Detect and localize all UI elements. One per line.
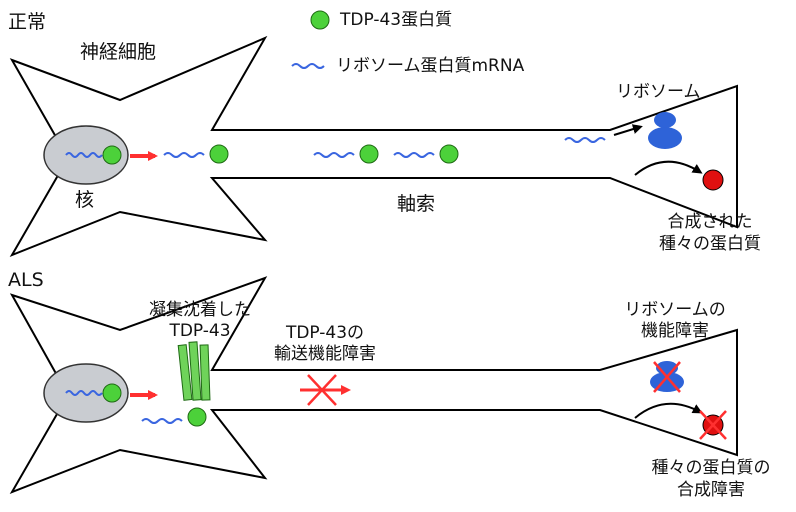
als-aggregate-label-line1: 凝集沈着した <box>149 300 251 320</box>
legend-protein-icon <box>310 10 330 30</box>
als-nucleus <box>43 363 129 423</box>
als-ribosome-cross-icon <box>653 361 681 393</box>
normal-nucleus <box>43 125 129 185</box>
normal-ribosome-large-subunit <box>648 127 682 149</box>
als-transport-block-cross-icon <box>307 374 337 406</box>
als-axon-mrna <box>141 418 183 424</box>
legend-mrna-label: リボソーム蛋白質mRNA <box>336 56 525 76</box>
normal-axon-mrna-3 <box>393 152 435 158</box>
als-transport-label-line2: 輸送機能障害 <box>274 344 376 364</box>
legend-protein-label: TDP-43蛋白質 <box>340 10 453 30</box>
als-neuron-outline <box>9 276 738 494</box>
als-synthesis-arrow <box>634 402 703 419</box>
normal-synthesis-arrow <box>634 160 703 176</box>
normal-mrna-to-ribosome-arrow <box>613 124 643 136</box>
als-nucleus-mrna <box>65 390 103 396</box>
normal-synthesis-label-line1: 合成された <box>667 212 753 232</box>
als-title: ALS <box>8 269 44 291</box>
als-tdp43-aggregate <box>177 341 211 401</box>
normal-synthesized-protein <box>702 169 724 191</box>
normal-terminal-mrna <box>564 137 606 143</box>
als-ribosome-label-line2: 機能障害 <box>641 321 709 341</box>
als-transport-label-line1: TDP-43の <box>285 323 365 343</box>
als-product-cross-icon <box>699 410 727 440</box>
normal-axon-protein-2 <box>359 144 379 164</box>
als-ribosome-label-line1: リボソームの <box>624 300 726 320</box>
normal-axon-label: 軸索 <box>397 193 436 215</box>
normal-ribosome-label: リボソーム <box>616 82 701 102</box>
normal-neuron-label: 神経細胞 <box>80 41 157 63</box>
normal-axon-mrna-1 <box>163 152 205 158</box>
normal-ribosome-small-subunit <box>654 112 676 128</box>
normal-title: 正常 <box>8 11 47 33</box>
normal-synthesis-label-line2: 種々の蛋白質 <box>659 234 761 254</box>
normal-axon-mrna-2 <box>313 152 355 158</box>
als-synthesis-label-line1: 種々の蛋白質の <box>651 458 771 478</box>
legend-mrna-icon <box>291 63 325 69</box>
normal-nucleus-label: 核 <box>75 189 95 211</box>
normal-axon-protein-3 <box>439 144 459 164</box>
als-axon-protein <box>187 407 207 427</box>
normal-nucleus-mrna <box>65 152 103 158</box>
als-nucleus-protein <box>102 383 122 403</box>
normal-nucleus-protein <box>102 145 122 165</box>
normal-axon-protein-1 <box>209 144 229 164</box>
als-aggregate-label-line2: TDP-43 <box>169 321 231 341</box>
als-synthesis-label-line2: 合成障害 <box>677 480 745 500</box>
